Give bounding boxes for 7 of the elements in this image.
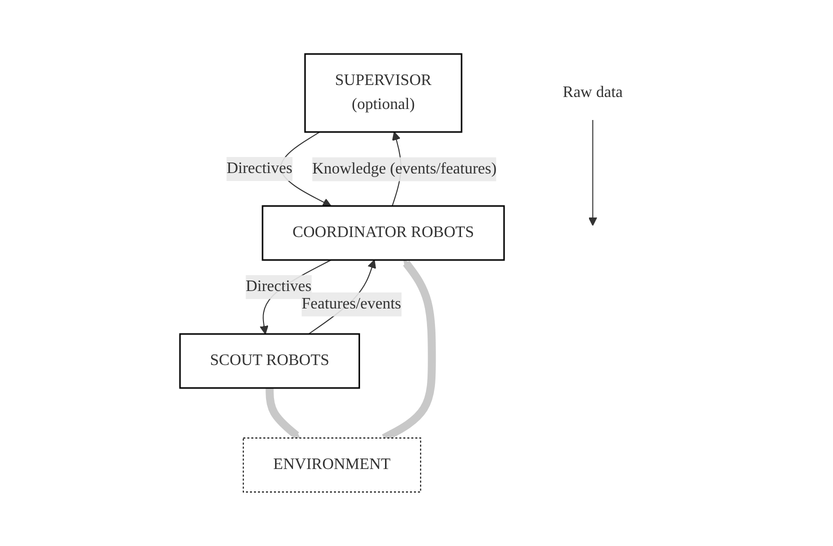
pointer-arrow [588, 120, 598, 226]
process-box: SCOUT ROBOTS [179, 333, 360, 389]
block-arrow [266, 388, 300, 438]
process-box: SUPERVISOR (optional) [304, 53, 462, 133]
text-label: Raw data [562, 84, 623, 101]
process-box: COORDINATOR ROBOTS [262, 205, 505, 261]
process-box: ENVIRONMENT [242, 438, 422, 492]
